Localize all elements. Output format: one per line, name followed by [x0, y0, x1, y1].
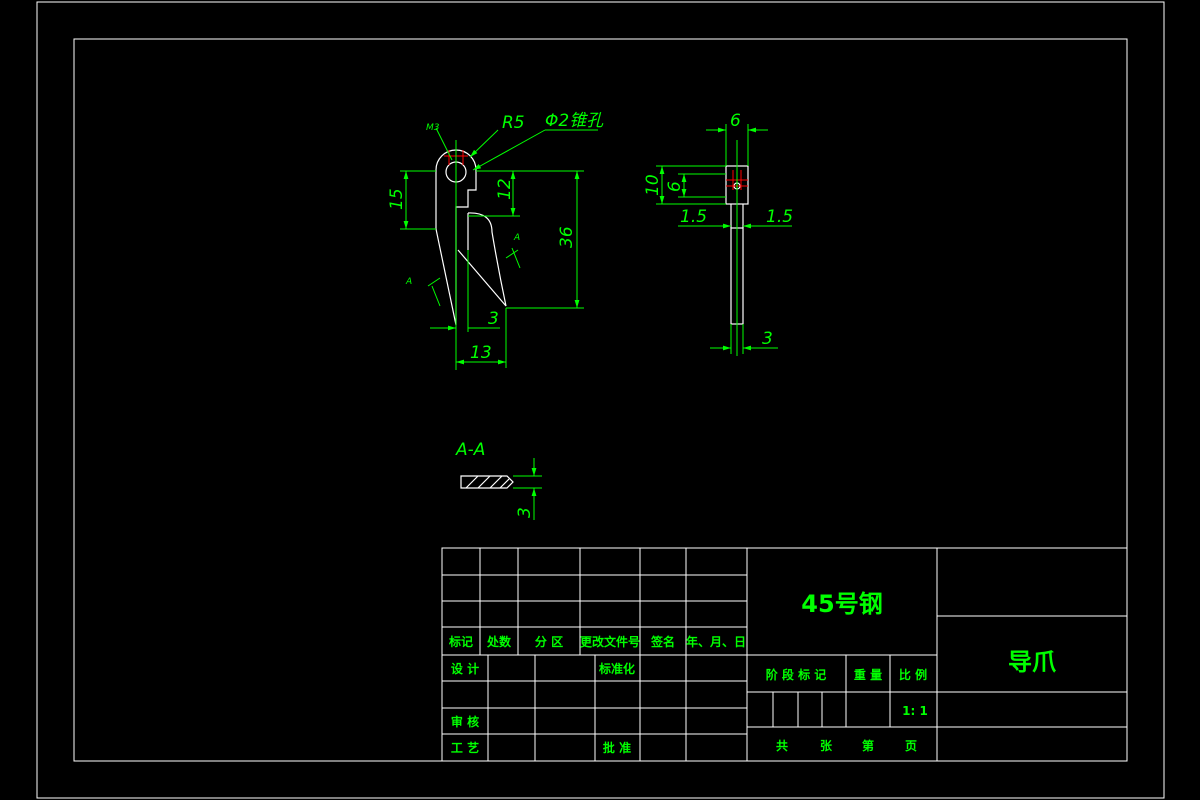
inner-border	[73, 38, 1128, 762]
material-name: 45号钢	[801, 590, 882, 618]
leader-r5	[469, 129, 499, 158]
label-hole: Φ2锥孔	[545, 111, 604, 131]
text-10: 10	[643, 174, 663, 196]
part-outline	[435, 149, 477, 326]
section-view: A-A 3	[455, 440, 542, 520]
header-mark: 标记	[448, 634, 473, 649]
text-15-left: 1.5	[680, 207, 707, 227]
label-process: 工 艺	[451, 740, 479, 755]
label-design: 设 计	[451, 661, 479, 676]
scale-value: 1: 1	[902, 704, 928, 718]
text-15-right: 1.5	[766, 207, 793, 227]
header-date: 年、月、日	[686, 634, 746, 649]
text-aa-3: 3	[515, 507, 535, 518]
text-36: 36	[557, 226, 577, 248]
text-12: 12	[495, 178, 515, 200]
label-review: 审 核	[451, 714, 479, 729]
text-6-top: 6	[730, 111, 741, 131]
outer-border	[36, 1, 1165, 799]
header-count: 处数	[486, 634, 512, 649]
label-page: 页	[905, 739, 917, 753]
label-m3: M3	[426, 123, 440, 133]
label-standardization: 标准化	[598, 661, 635, 676]
text-3-bottom: 3	[762, 329, 773, 349]
header-signature: 签名	[650, 634, 675, 649]
label-scale: 比 例	[899, 667, 927, 682]
label-approve: 批 准	[603, 740, 631, 755]
section-mark-right: A	[513, 233, 520, 243]
label-weight: 重 量	[854, 667, 882, 682]
part-name: 导爪	[1008, 648, 1057, 676]
text-3: 3	[488, 309, 499, 329]
side-view: 6 10 6 1.5 1.5 3	[643, 111, 793, 356]
label-sheets: 张	[820, 738, 833, 753]
label-stage-mark: 阶 段 标 记	[766, 667, 827, 682]
section-arrow-right	[505, 247, 521, 269]
section-outline	[460, 475, 514, 489]
title-block: 标记 处数 分 区 更改文件号 签名 年、月、日 设 计 标准化 审 核 工 艺…	[441, 547, 1128, 762]
leader-m3	[435, 127, 453, 161]
text-13: 13	[470, 343, 492, 363]
label-number: 第	[862, 738, 874, 753]
text-6-vert: 6	[665, 181, 685, 192]
main-view: M3 R5 Φ2锥孔 15 12 36 3 13 A A	[387, 111, 604, 370]
section-mark-left: A	[405, 277, 412, 287]
leader-hole	[472, 129, 546, 171]
text-15: 15	[387, 188, 407, 210]
label-total: 共	[776, 738, 788, 753]
label-r5: R5	[502, 113, 525, 133]
section-label: A-A	[455, 440, 485, 460]
section-arrow-left	[427, 277, 441, 307]
section-hatch	[465, 475, 510, 489]
header-zone: 分 区	[535, 634, 563, 649]
header-change-doc: 更改文件号	[580, 634, 640, 649]
cutting-edge	[457, 212, 507, 307]
